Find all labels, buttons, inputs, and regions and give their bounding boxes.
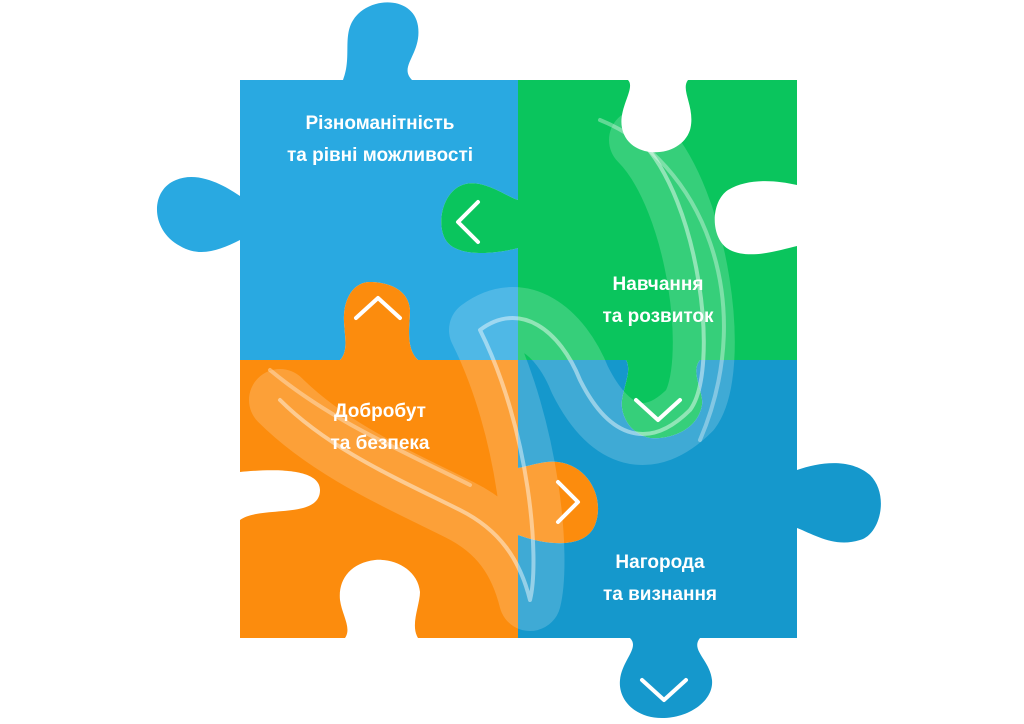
chevron-down-icon-bottom [640, 678, 688, 702]
label-darkblue: Нагорода та визнання [603, 547, 717, 611]
puzzle-piece-darkblue [518, 360, 881, 718]
label-green: Навчання та розвиток [602, 269, 713, 333]
puzzle-piece-blue [156, 2, 518, 360]
label-orange: Добробут та безпека [330, 396, 429, 460]
label-darkblue-line1: Нагорода [615, 552, 705, 573]
label-blue-line1: Різноманітність [305, 113, 455, 134]
chevron-left-icon [456, 200, 480, 244]
label-orange-line2: та безпека [330, 433, 430, 454]
logo-outline-icon [249, 109, 735, 631]
label-orange-line1: Добробут [334, 401, 426, 422]
puzzle-piece-orange [240, 282, 599, 638]
chevron-down-icon [634, 398, 682, 422]
label-blue-line2: та рівні можливості [286, 145, 474, 166]
chevron-right-icon [556, 480, 580, 524]
label-darkblue-line2: та визнання [602, 584, 718, 605]
label-green-line2: та розвиток [602, 306, 714, 327]
chevron-up-icon [354, 296, 402, 320]
label-blue: Різноманітність та рівні можливості [287, 108, 473, 172]
label-green-line1: Навчання [612, 274, 704, 295]
puzzle-piece-green [441, 80, 797, 439]
